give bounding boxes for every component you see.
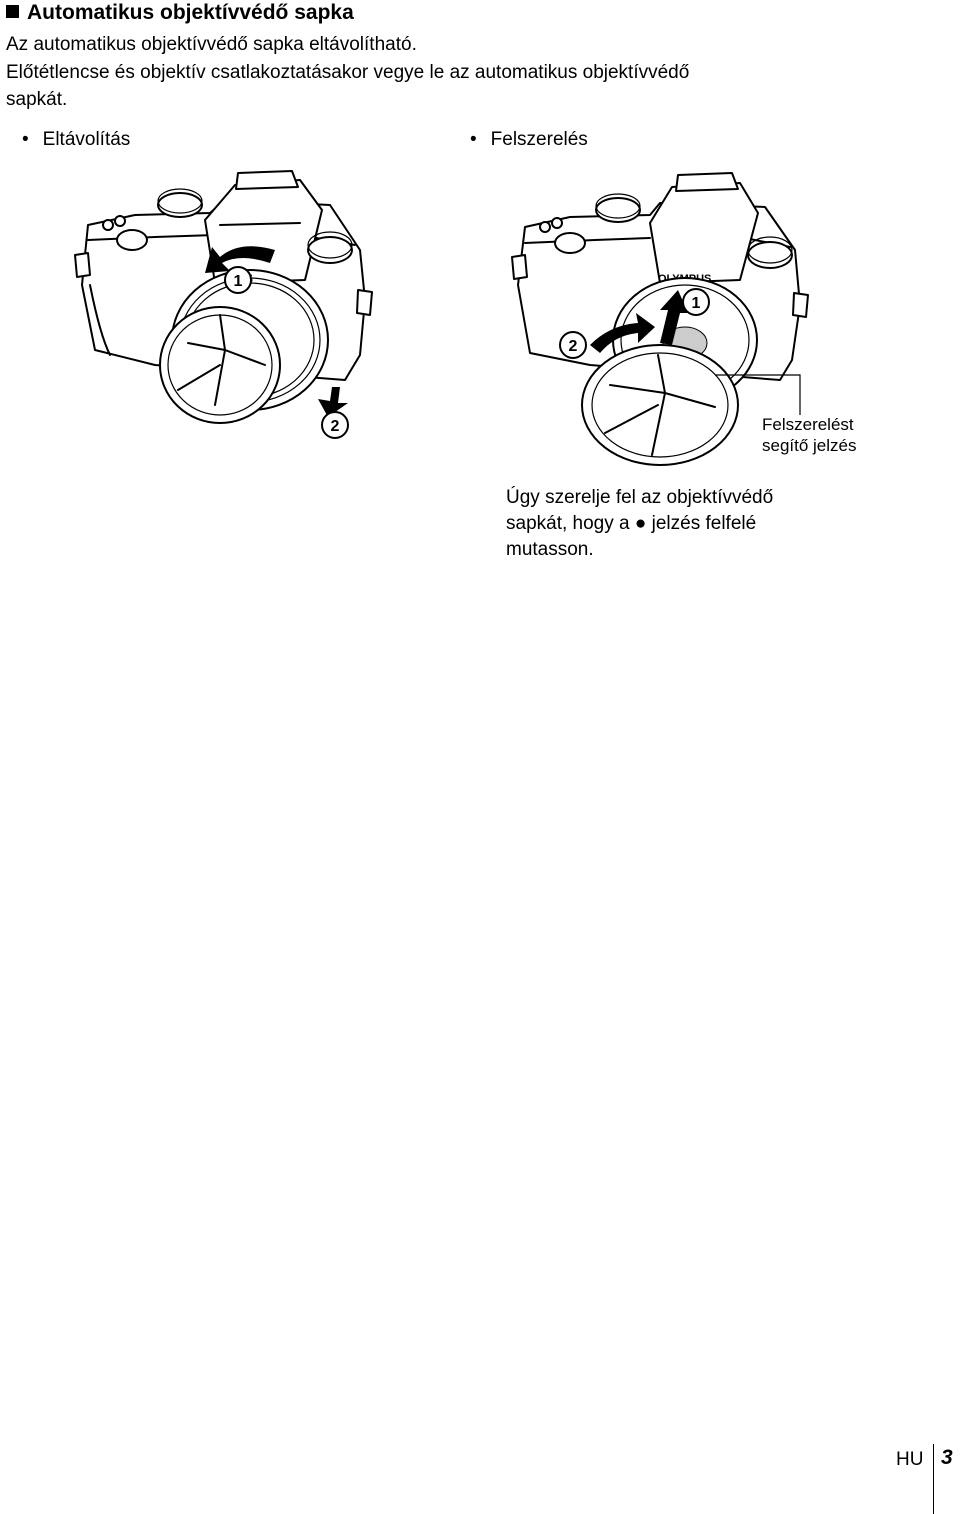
paragraph-line-3: sapkát. <box>6 89 68 110</box>
rotate-arrow-icon <box>590 313 655 353</box>
lens-cap <box>159 306 281 424</box>
bullet-attach: • Felszerelés <box>470 128 588 152</box>
step-marker-1-circle <box>224 266 252 294</box>
callout-label: Felszerelést segítő jelzés <box>762 414 857 456</box>
step-marker-1: 1 <box>692 295 701 312</box>
section-heading: Automatikus objektívvédő sapka <box>6 0 354 26</box>
note-line-2: sapkát, hogy a ● jelzés felfelé <box>506 513 757 534</box>
camera-attach-illustration: OLYMPUS 1 2 <box>511 172 809 466</box>
footer-language: HU <box>896 1449 924 1470</box>
note-line-1: Úgy szerelje fel az objektívvédő <box>506 487 774 508</box>
rotate-arrow-icon <box>205 246 275 273</box>
bullet-dot-icon: • <box>22 129 29 150</box>
bullet-dot-icon: • <box>470 129 477 150</box>
down-arrow-icon <box>318 387 348 417</box>
callout-line-2: segítő jelzés <box>762 436 857 455</box>
bullet-attach-label: Felszerelés <box>490 129 588 150</box>
camera-removal-illustration: US 1 2 <box>74 170 373 439</box>
lens-cap <box>581 344 739 466</box>
step-marker-1-circle <box>682 288 710 316</box>
footer-page-number: 3 <box>941 1446 953 1469</box>
callout-line-1: Felszerelést <box>762 415 854 434</box>
paragraph-line-2: Előtétlencse és objektív csatlakoztatása… <box>6 62 690 83</box>
note-line-3: mutasson. <box>506 539 594 560</box>
step-marker-2-circle <box>559 331 587 359</box>
callout-leader-line <box>715 374 801 415</box>
attach-note: Úgy szerelje fel az objektívvédő sapkát,… <box>506 485 773 563</box>
footer-divider <box>933 1444 934 1514</box>
up-arrow-icon <box>660 290 688 345</box>
step-marker-2: 2 <box>569 338 578 355</box>
paragraph-line-1: Az automatikus objektívvédő sapka eltávo… <box>6 34 417 55</box>
step-marker-2: 2 <box>331 418 340 435</box>
square-bullet-icon <box>6 5 19 18</box>
step-marker-1: 1 <box>234 273 243 290</box>
section-heading-text: Automatikus objektívvédő sapka <box>27 1 354 24</box>
step-marker-2-circle <box>321 411 349 439</box>
bullet-remove-label: Eltávolítás <box>42 129 131 150</box>
bullet-remove: • Eltávolítás <box>22 128 130 152</box>
